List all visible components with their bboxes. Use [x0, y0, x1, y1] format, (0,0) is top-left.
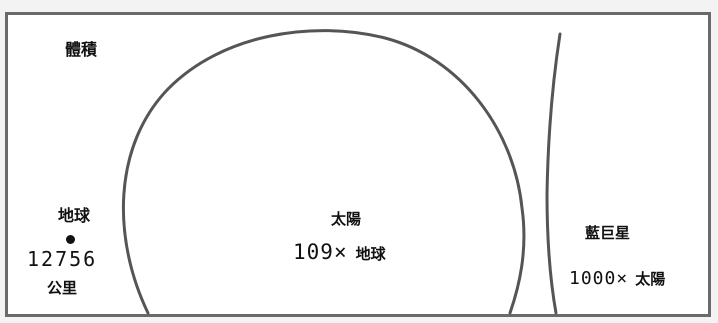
sun-label-box: 太陽 109× 地球: [293, 198, 426, 271]
earth-label-box: 地球 12756 公里: [15, 182, 114, 307]
blue-giant-label-box: 藍巨星 1000× 太陽: [564, 196, 697, 289]
earth-size-unit: 公里: [47, 279, 78, 297]
blue-giant-ratio-value: 1000: [569, 268, 617, 289]
blue-giant-ratio: 1000× 太陽: [569, 268, 665, 289]
earth-dot-icon: [66, 235, 75, 244]
diagram-title: 體積: [30, 31, 173, 68]
blue-giant-ratio-reference: 太陽: [635, 270, 666, 288]
sun-ratio: 109× 地球: [293, 240, 386, 264]
sun-ratio-reference: 地球: [355, 245, 386, 263]
earth-size-value: 12756: [27, 247, 98, 271]
sun-outline: [121, 29, 526, 315]
blue-giant-ratio-symbol: ×: [616, 268, 629, 289]
blue-giant-outline: [545, 32, 562, 315]
sun-ratio-value: 109: [293, 240, 334, 264]
sun-ratio-symbol: ×: [333, 240, 348, 264]
earth-label: 地球: [58, 206, 91, 225]
blue-giant-label: 藍巨星: [585, 224, 631, 242]
sun-label: 太陽: [331, 210, 362, 228]
